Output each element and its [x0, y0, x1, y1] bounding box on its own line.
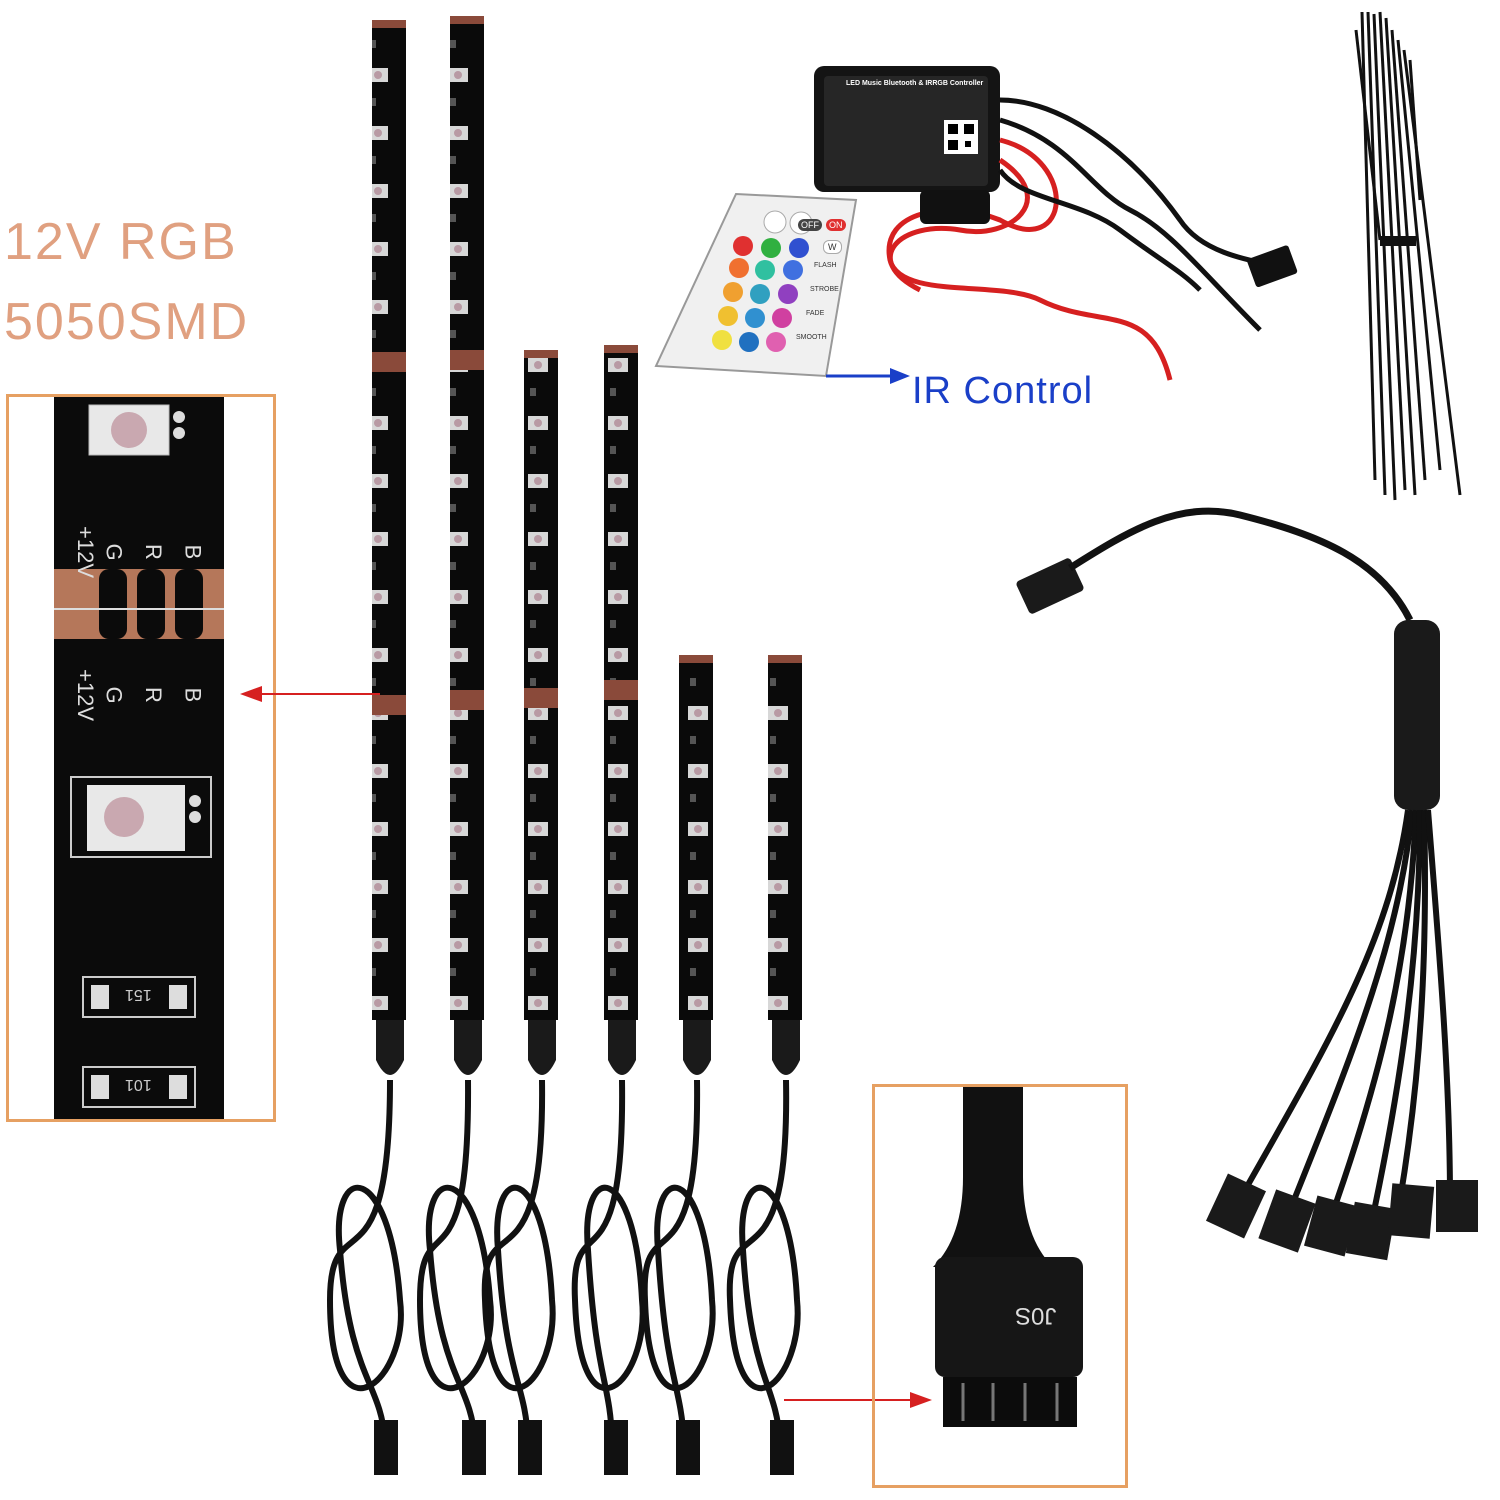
led-strip-3 [524, 350, 558, 1020]
ir-control-label: IR Control [912, 370, 1094, 412]
fuse-holder [920, 190, 990, 224]
strip-closeup-box: +12V G R B +12V G R B 151 101 [6, 394, 276, 1122]
arrow-connector-closeup [784, 1392, 932, 1408]
connector-closeup-illustration [933, 1087, 1083, 1427]
spec-led-type-label: 5050SMD [4, 293, 250, 351]
spec-voltage-label: 12V RGB [4, 213, 238, 271]
remote-off-button: OFF [798, 219, 822, 231]
splitter-cable [1016, 507, 1478, 1261]
strip-plugs [374, 1420, 794, 1475]
bluetooth-controller [814, 66, 1000, 192]
connector-closeup-box: J0S [872, 1084, 1128, 1488]
strip-cables [326, 1079, 801, 1441]
remote-strobe-button: STROBE [810, 286, 839, 293]
strip-closeup-illustration [54, 397, 224, 1119]
led-strip-1 [372, 20, 406, 1020]
arrow-strip-closeup [240, 686, 380, 702]
strip-end-caps [376, 1020, 800, 1075]
controller-wires [886, 97, 1291, 381]
remote-w-button: W [823, 240, 842, 254]
controller-plug [1247, 245, 1298, 288]
led-strip-4 [604, 345, 638, 1020]
ir-remote [654, 192, 858, 378]
arrow-ir-control [826, 368, 910, 384]
cable-ties [1354, 11, 1462, 501]
remote-on-button: ON [826, 219, 846, 231]
remote-flash-button: FLASH [814, 262, 837, 269]
led-strip-5 [679, 655, 713, 1020]
remote-fade-button: FADE [806, 310, 825, 317]
connector-mark: J0S [1015, 1302, 1057, 1329]
cable-tie-band [1380, 236, 1416, 246]
led-strip-2 [450, 16, 484, 1020]
led-strip-6 [768, 655, 802, 1020]
controller-title: LED Music Bluetooth & IRRGB Controller [846, 80, 984, 87]
remote-smooth-button: SMOOTH [796, 334, 827, 341]
